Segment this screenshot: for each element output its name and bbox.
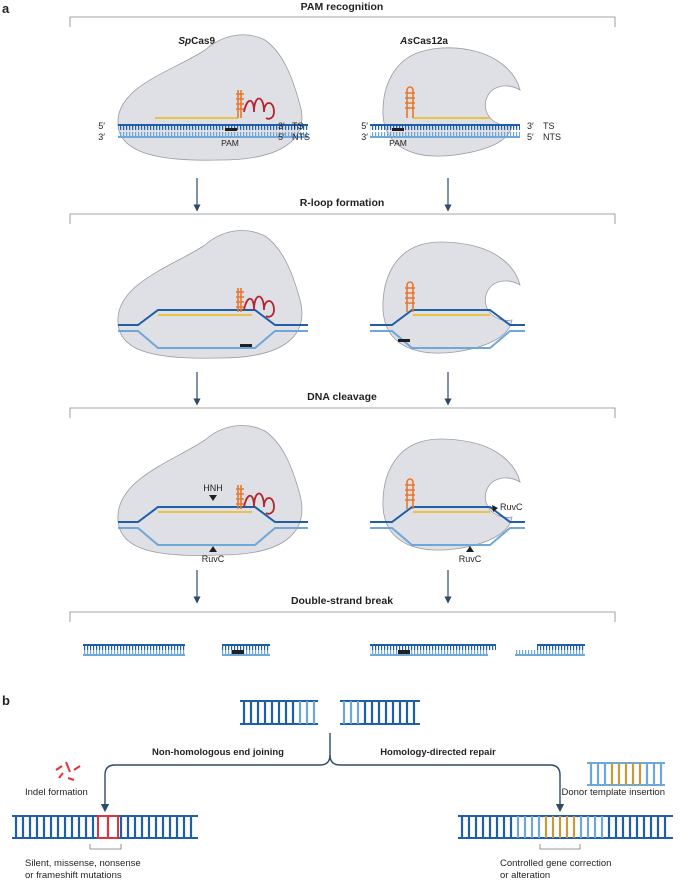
target-strand [370,506,525,523]
stage-4-bracket [69,611,616,622]
ascas12a-cleavage-complex: RuvC RuvC [370,438,525,564]
five-prime-label-right: 5′ [278,132,285,142]
non-target-strand-ticks [118,132,308,137]
sp-repeat-stem [236,485,244,509]
three-prime-label: 3′ [361,132,368,142]
non-target-strand-ticks [370,132,520,137]
ruvc-cut-marker-nts [466,546,474,552]
panel-a-letter: a [2,1,10,16]
target-strand-ticks [118,125,308,130]
target-strand [370,309,525,326]
non-target-strand [370,527,525,546]
spcas9-protein [117,34,303,161]
as-crrna-hairpin [405,86,415,118]
nhej-outcome-line-2: or frameshift mutations [25,870,122,881]
hdr-outcome-line-2: or alteration [500,870,550,881]
stage-2-bracket [69,213,616,224]
sp-repeat-stem [236,288,244,312]
ruvc-cut-marker [209,546,217,552]
spcas9-protein [117,425,303,556]
nts-label: NTS [292,132,310,142]
spcas9-cleavage-complex: HNH RuvC [117,425,308,564]
five-prime-label: 5′ [361,121,368,131]
stage-1-bracket [69,16,616,27]
pam-label: PAM [221,138,239,148]
hnh-cut-marker [209,495,217,501]
three-prime-label-right: 3′ [278,121,285,131]
non-target-strand [370,330,525,349]
panel-b-letter: b [2,693,10,708]
hnh-label: HNH [203,483,223,493]
pam-site [225,128,237,131]
target-strand [118,506,308,523]
ruvc-label-ts: RuvC [500,502,523,512]
sp-tracrrna-scaffold [243,97,275,120]
ascas12a-pam-recognition-complex: 5′ 3′ PAM 3′ 5′ TS NTS [361,47,561,157]
five-prime-label: 5′ [98,121,105,131]
spcas9-rloop-complex [117,230,308,359]
stage-dna-cleavage-title: DNA cleavage [307,391,377,403]
ruvc-cut-marker-ts [492,505,498,512]
as-crrna-hairpin [405,478,415,509]
sp-repeat-stem [236,90,244,118]
pam-site [398,339,410,342]
ruvc-label: RuvC [202,554,225,564]
stage-3-bracket [69,407,616,418]
dsb-duplex-right [340,700,420,725]
sp-tracrrna-scaffold [243,492,275,515]
target-strand [118,309,308,326]
indel-fragments-icon [55,761,81,781]
sp-tracrrna-scaffold [243,295,275,318]
dsb-duplex-left [240,700,318,725]
as-crrna-hairpin [405,281,415,312]
spcas9-pam-recognition-complex: 5′ 3′ PAM 3′ 5′ TS NTS [98,34,310,161]
target-strand-ticks [370,125,520,130]
ascas12a-rloop-complex [370,241,525,354]
nhej-outcome-line-1: Silent, missense, nonsense [25,858,141,869]
hdr-product-duplex [458,815,673,839]
non-target-strand [118,527,308,546]
ascas12a-protein [382,241,521,354]
hdr-arrow [329,754,565,813]
five-prime-label-right: 5′ [527,132,534,142]
nhej-pathway-label: Non-homologous end joining [152,747,284,758]
hdr-outcome-line-1: Controlled gene correction [500,858,611,869]
indel-formation-label: Indel formation [25,787,88,798]
spcas9-label: SpCas9 [178,36,215,47]
ascas12a-label: AsCas12a [399,36,448,47]
three-prime-label-right: 3′ [527,121,534,131]
stage-double-strand-break-title: Double-strand break [291,595,393,607]
pam-site [392,128,404,131]
non-target-strand [118,330,308,349]
ts-label: TS [292,121,304,131]
nhej-arrow [100,733,331,813]
nhej-product-duplex [12,815,198,839]
hdr-pathway-label: Homology-directed repair [380,747,496,758]
ascas12a-protein [382,438,521,551]
hdr-outcome-bracket [539,844,581,850]
ruvc-label-nts: RuvC [459,554,482,564]
stage-pam-recognition-title: PAM recognition [301,1,384,13]
donor-template-label: Donor template insertion [562,787,666,798]
three-prime-label: 3′ [98,132,105,142]
stage-rloop-title: R-loop formation [300,197,385,209]
spcas9-protein [117,230,303,359]
nts-label: NTS [543,132,561,142]
spcas9-dsb-fragments [83,644,270,656]
ts-label: TS [543,121,555,131]
donor-template [587,762,665,786]
pam-label: PAM [389,138,407,148]
ascas12a-dsb-fragments [370,644,585,656]
nhej-outcome-bracket [89,844,122,850]
pam-site [240,344,252,347]
